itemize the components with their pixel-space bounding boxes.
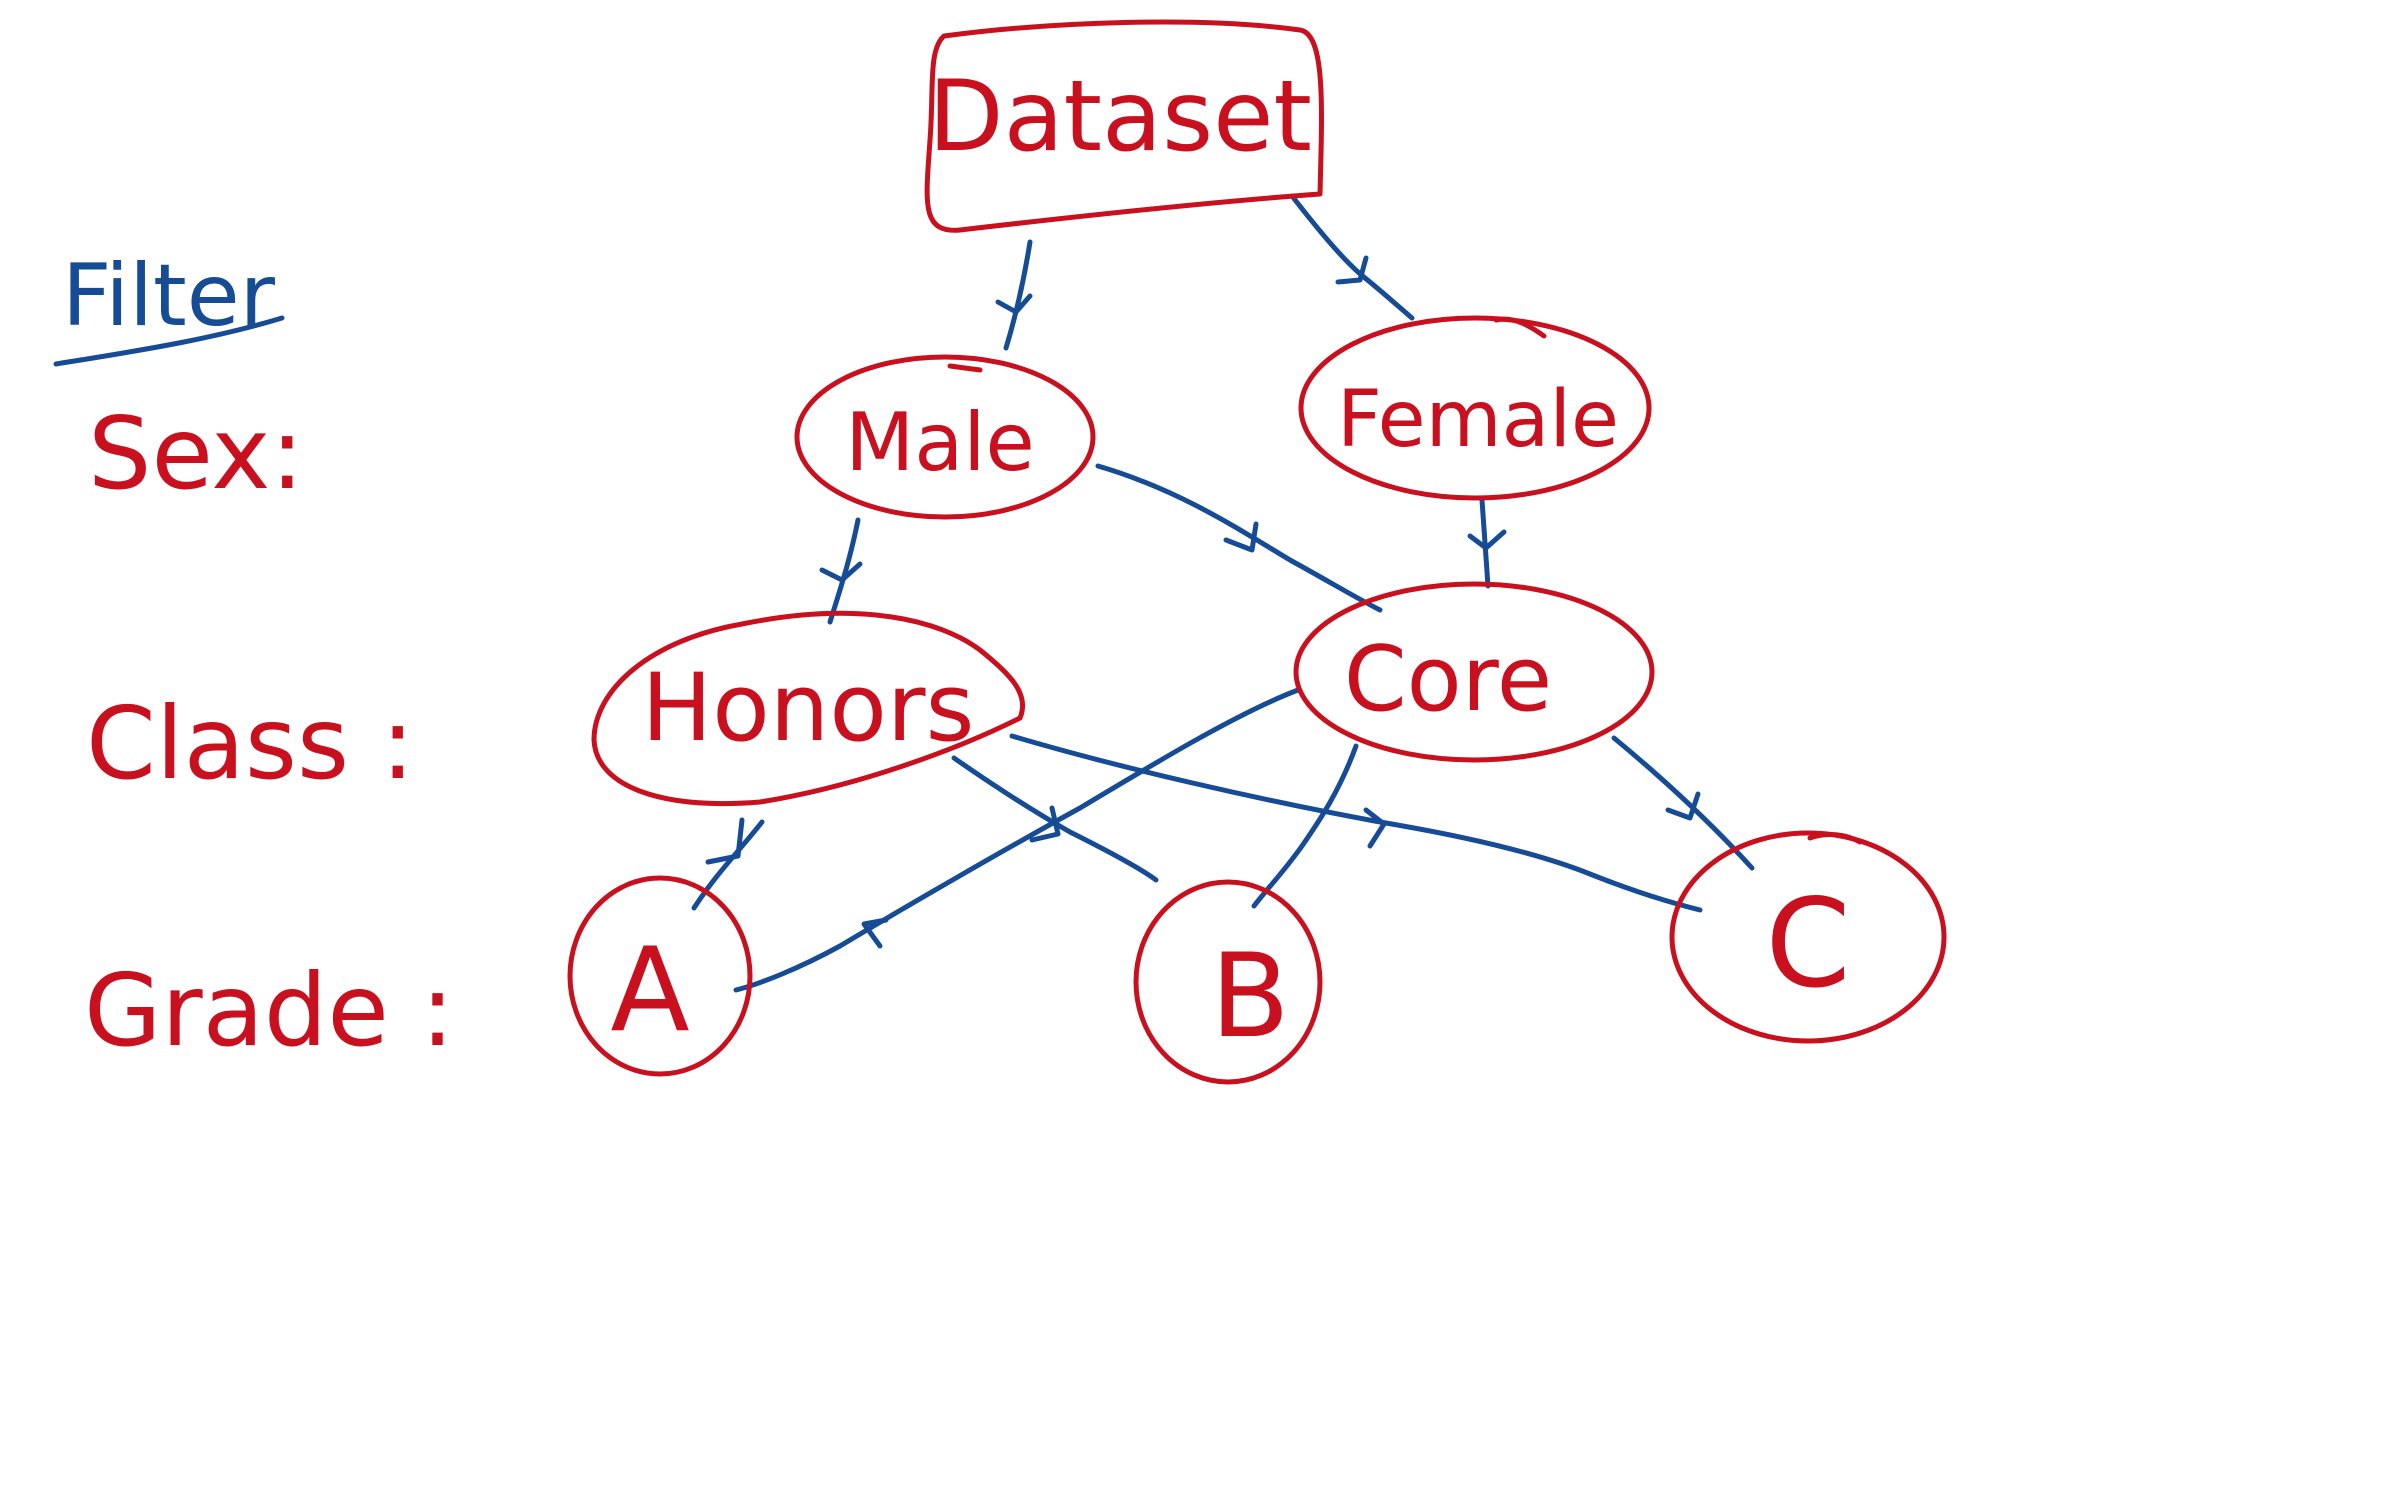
node-b-outline — [1133, 879, 1323, 1085]
filter-legend: Filter Sex: Class : Grade : — [53, 246, 454, 1069]
edge-male-core — [1095, 463, 1383, 613]
node-core: Core — [1293, 581, 1655, 763]
arrowhead — [1335, 255, 1369, 285]
arrowhead — [861, 917, 889, 949]
arrowhead — [1467, 529, 1507, 551]
edges — [691, 193, 1755, 993]
node-dataset-label: Dataset — [928, 60, 1312, 174]
node-honors-label: Honors — [642, 654, 975, 763]
edge-male-honors — [819, 517, 863, 625]
node-dataset: Dataset — [924, 19, 1324, 233]
node-male-outline — [794, 354, 1096, 520]
edge-female-core — [1467, 497, 1507, 589]
edge-honors-c — [1009, 733, 1703, 913]
node-female-label: Female — [1337, 375, 1619, 465]
node-core-label: Core — [1344, 627, 1552, 732]
node-c-label: C — [1765, 873, 1850, 1015]
node-a-label: A — [610, 923, 689, 1058]
edge-core-b — [1251, 743, 1359, 909]
node-male-label: Male — [845, 396, 1035, 489]
edge-core-c — [1611, 735, 1755, 871]
edge-dataset-female — [1289, 193, 1415, 321]
edge-honors-a — [691, 817, 765, 911]
level-label-grade: Grade : — [84, 952, 454, 1069]
arrowhead — [1223, 521, 1259, 553]
node-b-label: B — [1210, 929, 1290, 1064]
level-label-class: Class : — [86, 685, 415, 802]
node-male: Male — [794, 354, 1096, 520]
node-honors: Honors — [591, 610, 1026, 807]
filter-heading-underline — [53, 315, 285, 367]
edge-dataset-male — [995, 239, 1033, 351]
level-label-sex: Sex: — [88, 395, 304, 512]
arrowhead — [819, 561, 863, 583]
edge-core-a — [733, 687, 1301, 993]
node-c-outline — [1669, 830, 1947, 1044]
node-female: Female — [1298, 315, 1652, 501]
node-core-outline — [1293, 581, 1655, 763]
node-b: B — [1133, 879, 1323, 1085]
nodes: Dataset Male Female Honors Core A B — [567, 19, 1947, 1085]
arrowhead — [705, 817, 745, 865]
node-c: C — [1669, 830, 1947, 1044]
node-honors-outline — [591, 610, 1026, 807]
arrowhead — [1029, 805, 1061, 843]
node-female-outline — [1298, 315, 1652, 501]
node-a: A — [567, 875, 753, 1077]
node-a-outline — [567, 875, 753, 1077]
node-dataset-outline — [924, 19, 1324, 233]
edge-honors-b — [951, 755, 1159, 883]
arrowhead — [995, 293, 1033, 315]
arrowhead — [1363, 807, 1387, 849]
arrowhead — [1665, 791, 1701, 821]
